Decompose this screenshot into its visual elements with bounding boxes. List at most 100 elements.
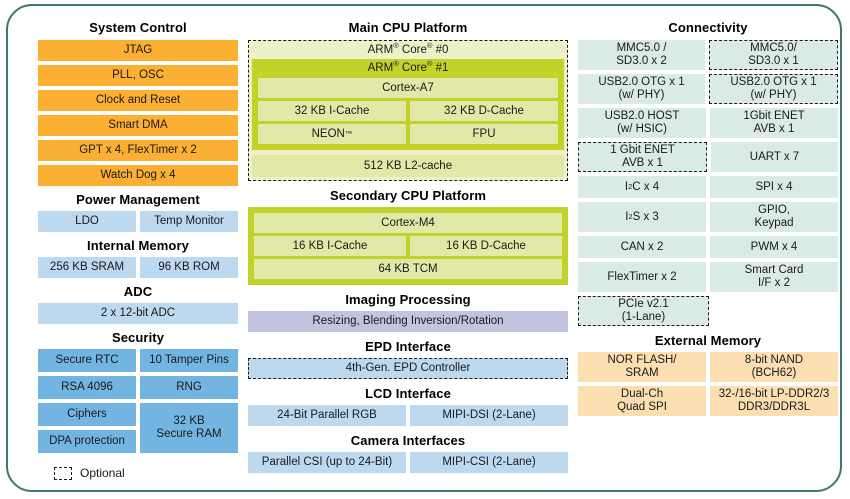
- block-d-cache-32kb[interactable]: 32 KB D-Cache: [410, 101, 558, 121]
- block-external-memory-item[interactable]: 32-/16-bit LP-DDR2/3 DDR3/DDR3L: [710, 386, 838, 416]
- block-cortex-m4[interactable]: Cortex-M4: [254, 213, 562, 233]
- camera-interfaces-group: Parallel CSI (up to 24-Bit) MIPI-CSI (2-…: [248, 452, 568, 473]
- block-connectivity-item[interactable]: GPIO, Keypad: [710, 202, 838, 232]
- block-arm-core-1-label: ARM® Core® #1: [367, 59, 449, 74]
- block-arm-core-1[interactable]: ARM® Core® #1 Cortex-A7 32 KB I-Cache 32…: [252, 59, 564, 150]
- block-connectivity-item[interactable]: FlexTimer x 2: [578, 262, 706, 292]
- block-imaging-processing[interactable]: Resizing, Blending Inversion/Rotation: [248, 311, 568, 332]
- block-connectivity-item[interactable]: SPI x 4: [710, 176, 838, 198]
- block-rng[interactable]: RNG: [140, 376, 238, 399]
- section-title-main-cpu-platform: Main CPU Platform: [348, 20, 468, 35]
- block-parallel-csi[interactable]: Parallel CSI (up to 24-Bit): [248, 452, 406, 473]
- block-pll-osc[interactable]: PLL, OSC: [38, 65, 238, 86]
- block-external-memory-item[interactable]: 8-bit NAND (BCH62): [710, 352, 838, 382]
- section-title-security: Security: [111, 330, 165, 345]
- block-connectivity-item[interactable]: CAN x 2: [578, 236, 706, 258]
- lcd-interface-group: 24-Bit Parallel RGB MIPI-DSI (2-Lane): [248, 405, 568, 426]
- block-tamper-pins[interactable]: 10 Tamper Pins: [140, 349, 238, 372]
- block-watch-dog[interactable]: Watch Dog x 4: [38, 165, 238, 186]
- block-l2-cache[interactable]: 512 KB L2-cache: [252, 155, 564, 177]
- section-title-camera-interfaces: Camera Interfaces: [350, 433, 466, 448]
- block-smart-dma[interactable]: Smart DMA: [38, 115, 238, 136]
- legend-label: Optional: [80, 466, 125, 480]
- block-parallel-rgb[interactable]: 24-Bit Parallel RGB: [248, 405, 406, 426]
- section-title-epd-interface: EPD Interface: [365, 339, 451, 354]
- section-title-secondary-cpu-platform: Secondary CPU Platform: [329, 188, 487, 203]
- block-ciphers[interactable]: Ciphers: [38, 403, 136, 426]
- block-mipi-csi[interactable]: MIPI-CSI (2-Lane): [410, 452, 568, 473]
- block-arm-core-0[interactable]: ARM® Core® #0 ARM® Core® #1 Cortex-A7 32…: [248, 40, 568, 181]
- block-secure-ram[interactable]: 32 KB Secure RAM: [140, 403, 238, 453]
- block-temp-monitor[interactable]: Temp Monitor: [140, 211, 238, 232]
- security-left-stack: Secure RTC RSA 4096 Ciphers DPA protecti…: [38, 349, 136, 453]
- block-ldo[interactable]: LDO: [38, 211, 136, 232]
- block-connectivity-item[interactable]: 1 Gbit ENET AVB x 1: [578, 142, 707, 172]
- block-connectivity-item[interactable]: Smart Card I/F x 2: [710, 262, 838, 292]
- block-connectivity-item[interactable]: UART x 7: [711, 142, 838, 172]
- security-right-stack: 10 Tamper Pins RNG 32 KB Secure RAM: [140, 349, 238, 453]
- block-i-cache-16kb[interactable]: 16 KB I-Cache: [254, 236, 406, 256]
- block-gpt-flextimer[interactable]: GPT x 4, FlexTimer x 2: [38, 140, 238, 161]
- block-connectivity-item[interactable]: MMC5.0/ SD3.0 x 1: [709, 40, 838, 70]
- block-connectivity-item[interactable]: USB2.0 OTG x 1 (w/ PHY): [578, 74, 705, 104]
- block-rsa-4096[interactable]: RSA 4096: [38, 376, 136, 399]
- section-title-internal-memory: Internal Memory: [87, 238, 189, 253]
- section-title-external-memory: External Memory: [654, 333, 762, 348]
- block-connectivity-item[interactable]: PCIe v2.1 (1-Lane): [578, 296, 709, 326]
- block-connectivity-item[interactable]: 1Gbit ENET AVB x 1: [710, 108, 838, 138]
- block-epd-controller[interactable]: 4th-Gen. EPD Controller: [248, 358, 568, 379]
- left-column: System Control JTAG PLL, OSC Clock and R…: [38, 6, 238, 453]
- connectivity-row: USB2.0 OTG x 1 (w/ PHY)USB2.0 OTG x 1 (w…: [578, 74, 838, 104]
- block-external-memory-item[interactable]: NOR FLASH/ SRAM: [578, 352, 706, 382]
- block-jtag[interactable]: JTAG: [38, 40, 238, 61]
- block-arm-core-0-label: ARM® Core® #0: [367, 41, 449, 56]
- block-dpa-protection[interactable]: DPA protection: [38, 430, 136, 453]
- connectivity-row: PCIe v2.1 (1-Lane): [578, 296, 838, 326]
- power-management-group: LDO Temp Monitor: [38, 211, 238, 232]
- section-title-system-control: System Control: [89, 20, 187, 35]
- spacer: [713, 296, 838, 326]
- legend: Optional: [54, 466, 125, 480]
- block-connectivity-item[interactable]: PWM x 4: [710, 236, 838, 258]
- internal-memory-group: 256 KB SRAM 96 KB ROM: [38, 257, 238, 278]
- block-external-memory-item[interactable]: Dual-Ch Quad SPI: [578, 386, 706, 416]
- block-adc[interactable]: 2 x 12-bit ADC: [38, 303, 238, 324]
- block-cortex-a7[interactable]: Cortex-A7: [258, 78, 558, 98]
- block-tcm[interactable]: 64 KB TCM: [254, 259, 562, 279]
- block-secondary-cpu[interactable]: Cortex-M4 16 KB I-Cache 16 KB D-Cache 64…: [248, 207, 568, 285]
- block-fpu[interactable]: FPU: [410, 124, 558, 144]
- block-sram[interactable]: 256 KB SRAM: [38, 257, 136, 278]
- block-mipi-dsi[interactable]: MIPI-DSI (2-Lane): [410, 405, 568, 426]
- block-secure-rtc[interactable]: Secure RTC: [38, 349, 136, 372]
- middle-column: Main CPU Platform ARM® Core® #0 ARM® Cor…: [248, 6, 568, 473]
- security-group: Secure RTC RSA 4096 Ciphers DPA protecti…: [38, 349, 238, 453]
- block-i-cache-32kb[interactable]: 32 KB I-Cache: [258, 101, 406, 121]
- secondary-cpu-cache-row: 16 KB I-Cache 16 KB D-Cache: [254, 236, 562, 256]
- block-clock-and-reset[interactable]: Clock and Reset: [38, 90, 238, 111]
- connectivity-row: USB2.0 HOST (w/ HSIC)1Gbit ENET AVB x 1: [578, 108, 838, 138]
- block-rom[interactable]: 96 KB ROM: [140, 257, 238, 278]
- block-connectivity-item[interactable]: USB2.0 OTG x 1 (w/ PHY): [709, 74, 838, 104]
- main-cpu-cache-row: 32 KB I-Cache 32 KB D-Cache: [258, 101, 558, 121]
- system-control-group: JTAG PLL, OSC Clock and Reset Smart DMA …: [38, 40, 238, 186]
- adc-group: 2 x 12-bit ADC: [38, 303, 238, 324]
- block-connectivity-item[interactable]: USB2.0 HOST (w/ HSIC): [578, 108, 706, 138]
- block-connectivity-item[interactable]: MMC5.0 / SD3.0 x 2: [578, 40, 705, 70]
- section-title-imaging-processing: Imaging Processing: [345, 292, 471, 307]
- block-d-cache-16kb[interactable]: 16 KB D-Cache: [410, 236, 562, 256]
- section-title-power-management: Power Management: [76, 192, 200, 207]
- section-title-lcd-interface: LCD Interface: [365, 386, 451, 401]
